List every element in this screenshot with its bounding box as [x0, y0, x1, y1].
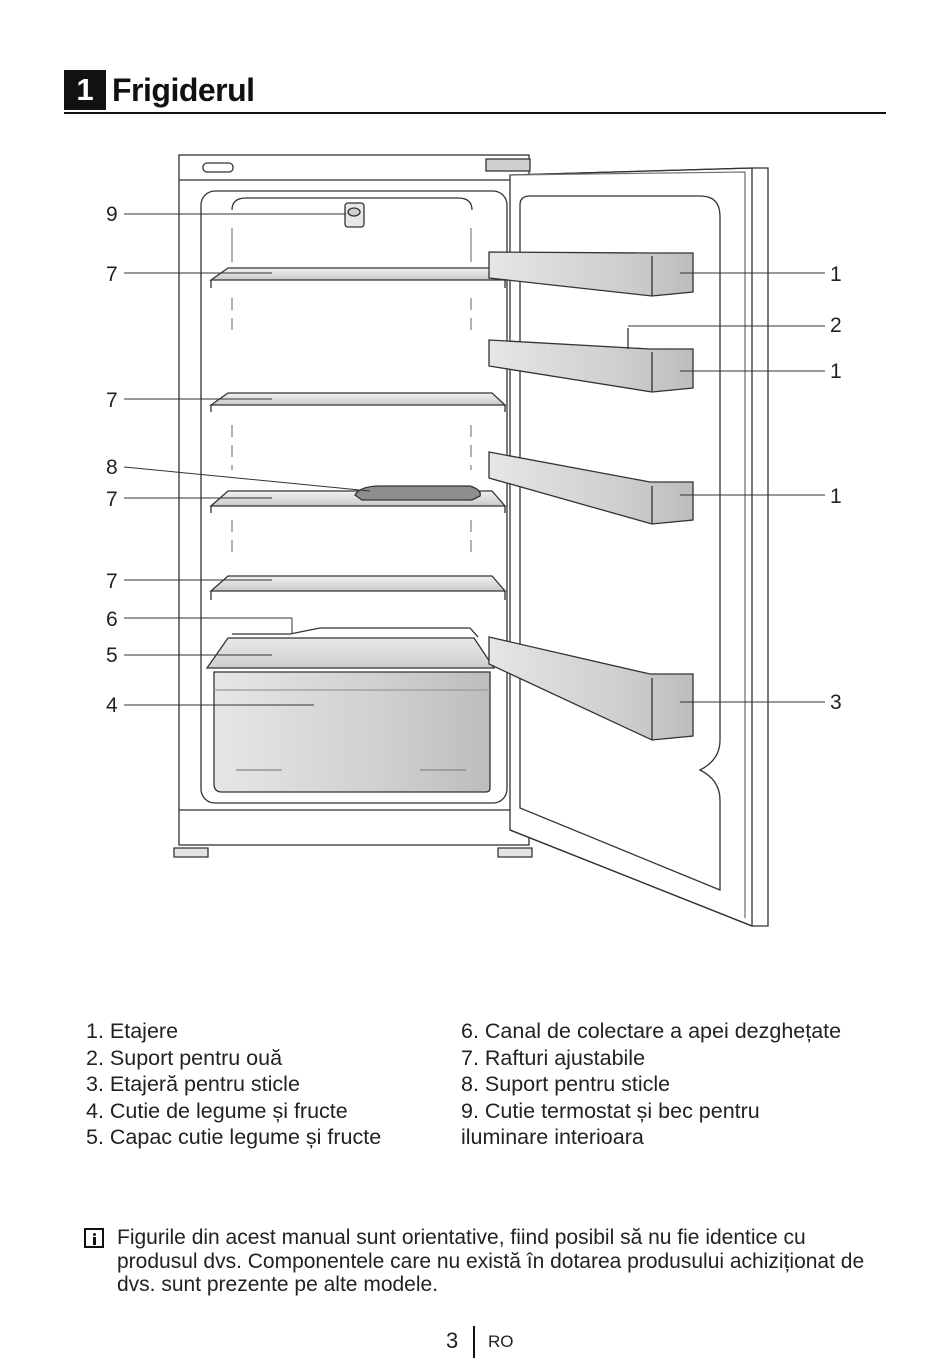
fridge-diagram: 9 7 7 8 7 7 6 5 4 1 2 1 1 3: [0, 140, 950, 940]
callout-shelf-1: 7: [106, 263, 118, 286]
page-number: 3: [446, 1328, 459, 1353]
callout-crisper: 4: [106, 694, 118, 717]
callout-door-shelf-2: 1: [830, 360, 842, 383]
legend-left: 1. Etajere 2. Suport pentru ouă 3. Etaje…: [86, 1018, 446, 1151]
callout-bottle-holder: 8: [106, 456, 118, 479]
legend-item: 8. Suport pentru sticle: [461, 1072, 671, 1096]
callout-thermostat: 9: [106, 203, 118, 226]
legend-item: 4. Cutie de legume și fructe: [86, 1098, 348, 1123]
callout-shelf-3: 7: [106, 488, 118, 511]
legend-item: 2. Suport pentru ouă: [86, 1045, 283, 1070]
callout-water-channel: 6: [106, 608, 118, 631]
callout-shelf-2: 7: [106, 389, 118, 412]
section-header: 1 Frigiderul: [64, 68, 886, 114]
callout-shelf-4: 7: [106, 570, 118, 593]
callout-crisper-cover: 5: [106, 644, 118, 667]
legend-right: 6. Canal de colectare a apei dezghețate …: [461, 1018, 881, 1151]
legend-item: 9. Cutie termostat și bec pentru ilumina…: [461, 1098, 760, 1150]
callout-bottle-shelf: 3: [830, 691, 842, 714]
section-title: Frigiderul: [112, 72, 255, 108]
language-code: RO: [488, 1332, 514, 1351]
info-note-text: Figurile din acest manual sunt orientati…: [117, 1226, 865, 1296]
callout-door-shelf-1: 1: [830, 263, 842, 286]
legend-item: 1. Etajere: [86, 1019, 179, 1043]
legend-item: 6. Canal de colectare a apei dezghețate: [461, 1019, 842, 1043]
callout-egg-holder: 2: [830, 314, 842, 337]
section-number: 1: [64, 70, 106, 110]
legend-item: 7. Rafturi ajustabile: [461, 1045, 646, 1070]
footer-divider: [473, 1326, 475, 1358]
legend-item: 5. Capac cutie legume și fructe: [86, 1125, 382, 1149]
info-icon: [84, 1228, 104, 1248]
callout-door-shelf-3: 1: [830, 485, 842, 508]
fridge-illustration: 9 7 7 8 7 7 6 5 4 1 2 1 1 3: [106, 154, 842, 927]
page-footer: 3 RO: [0, 1326, 950, 1360]
legend-item: 3. Etajeră pentru sticle: [86, 1072, 300, 1096]
